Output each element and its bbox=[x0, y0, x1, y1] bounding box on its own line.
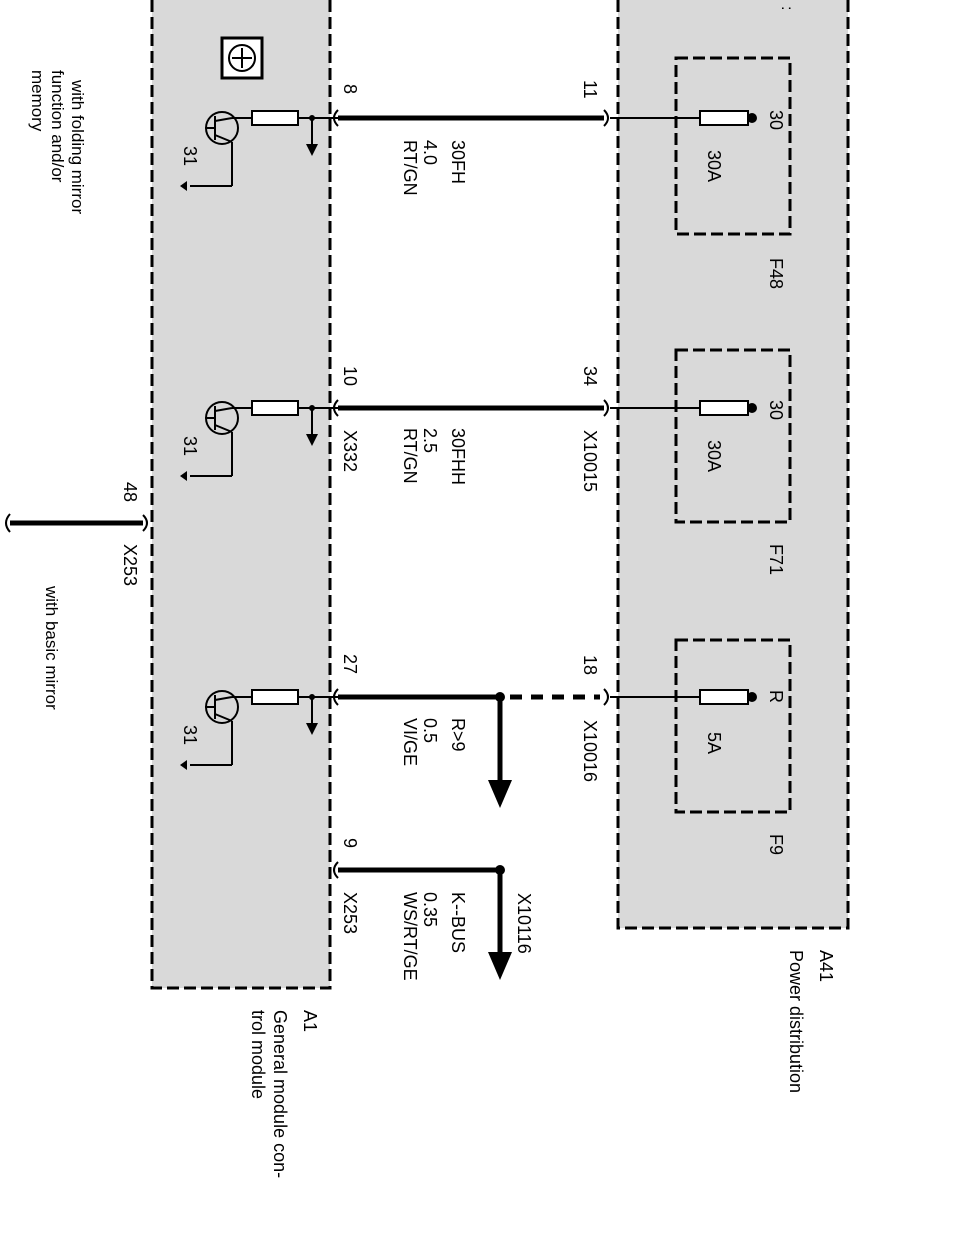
a41-ref-label: A41 bbox=[816, 950, 836, 982]
f71-fuse-box bbox=[674, 348, 792, 524]
wire3-signal: R>9 bbox=[448, 718, 468, 752]
wire3-color: VI/GE bbox=[400, 718, 420, 766]
f71-terminal-dot bbox=[747, 403, 757, 413]
f48-terminal-label: 30 bbox=[766, 110, 786, 130]
wire2-gauge: 2.5 bbox=[420, 428, 440, 453]
wire4-signal: K--BUS bbox=[448, 892, 468, 953]
wires bbox=[5, 115, 700, 980]
note-folding-line1: with folding mirror bbox=[68, 79, 87, 214]
f9-terminal-dot bbox=[747, 692, 757, 702]
wire3-gauge: 0.5 bbox=[420, 718, 440, 743]
a41-name-label: Power distribution bbox=[786, 950, 806, 1093]
driver-circuit-2 bbox=[180, 400, 338, 481]
a1-name-line2: trol module bbox=[248, 1010, 268, 1099]
f9-fuse-box bbox=[674, 638, 792, 814]
a1-name-line1: General module con- bbox=[270, 1010, 290, 1178]
ground-label-3: 31 bbox=[180, 725, 200, 745]
a1-pin-10: 10 bbox=[340, 366, 360, 386]
a1-ref-label: A1 bbox=[300, 1010, 320, 1032]
f71-rating-label: 30A bbox=[704, 440, 724, 472]
wire4-color: WS/RT/GE bbox=[400, 892, 420, 981]
f9-terminal-label: R bbox=[766, 690, 786, 703]
f48-fuse-box bbox=[674, 56, 792, 236]
wire4-gauge: 0.35 bbox=[420, 892, 440, 927]
connector-pins bbox=[142, 109, 609, 879]
f71-id-label: F71 bbox=[766, 544, 786, 575]
ground-label-1: 31 bbox=[180, 146, 200, 166]
f71-fuse-symbol bbox=[699, 400, 749, 416]
f9-rating-label: 5A bbox=[704, 732, 724, 754]
a1-pin-8: 8 bbox=[340, 84, 360, 94]
connector-x10116: X10116 bbox=[514, 893, 534, 954]
wire2-signal: 30FHH bbox=[448, 428, 468, 485]
labels: 30 30A F48 30 30A F71 R 5A F9 A41 Power … bbox=[28, 70, 836, 1178]
f71-terminal-label: 30 bbox=[766, 400, 786, 420]
f9-id-label: F9 bbox=[766, 834, 786, 855]
note-folding-line2: function and/or bbox=[48, 70, 67, 183]
a1-pin-9: 9 bbox=[340, 838, 360, 848]
a41-top-fragment: : bbox=[778, 6, 795, 10]
wire1-signal: 30FH bbox=[448, 140, 468, 184]
note-folding-line3: memory bbox=[28, 70, 47, 132]
driver-circuit-3 bbox=[180, 689, 338, 770]
a1-pin-27: 27 bbox=[340, 654, 360, 674]
a41-connector-x10015: X10015 bbox=[580, 430, 600, 492]
f48-fuse-symbol bbox=[699, 110, 749, 126]
a1-connector-x332: X332 bbox=[340, 430, 360, 472]
wire2-color: RT/GN bbox=[400, 428, 420, 484]
a1-general-module bbox=[150, 0, 332, 990]
wire1-gauge: 4.0 bbox=[420, 140, 440, 165]
ground-label-2: 31 bbox=[180, 436, 200, 456]
f48-id-label: F48 bbox=[766, 258, 786, 289]
aux-connector-x253: X253 bbox=[120, 544, 140, 586]
a41-pin-18: 18 bbox=[580, 655, 600, 675]
a41-power-distribution-module: : bbox=[616, 0, 850, 930]
f48-rating-label: 30A bbox=[704, 150, 724, 182]
a1-connector-x253: X253 bbox=[340, 892, 360, 934]
a41-pin-11: 11 bbox=[580, 80, 600, 99]
wire1-color: RT/GN bbox=[400, 140, 420, 196]
driver-circuit-1 bbox=[180, 110, 338, 191]
aux-pin-48: 48 bbox=[120, 482, 140, 502]
a41-connector-x10016: X10016 bbox=[580, 720, 600, 782]
control-unit-icon bbox=[220, 36, 264, 80]
f48-terminal-dot bbox=[747, 113, 757, 123]
a41-pin-34: 34 bbox=[580, 366, 600, 386]
f9-fuse-symbol bbox=[699, 689, 749, 705]
note-basic-mirror: with basic mirror bbox=[42, 585, 61, 710]
